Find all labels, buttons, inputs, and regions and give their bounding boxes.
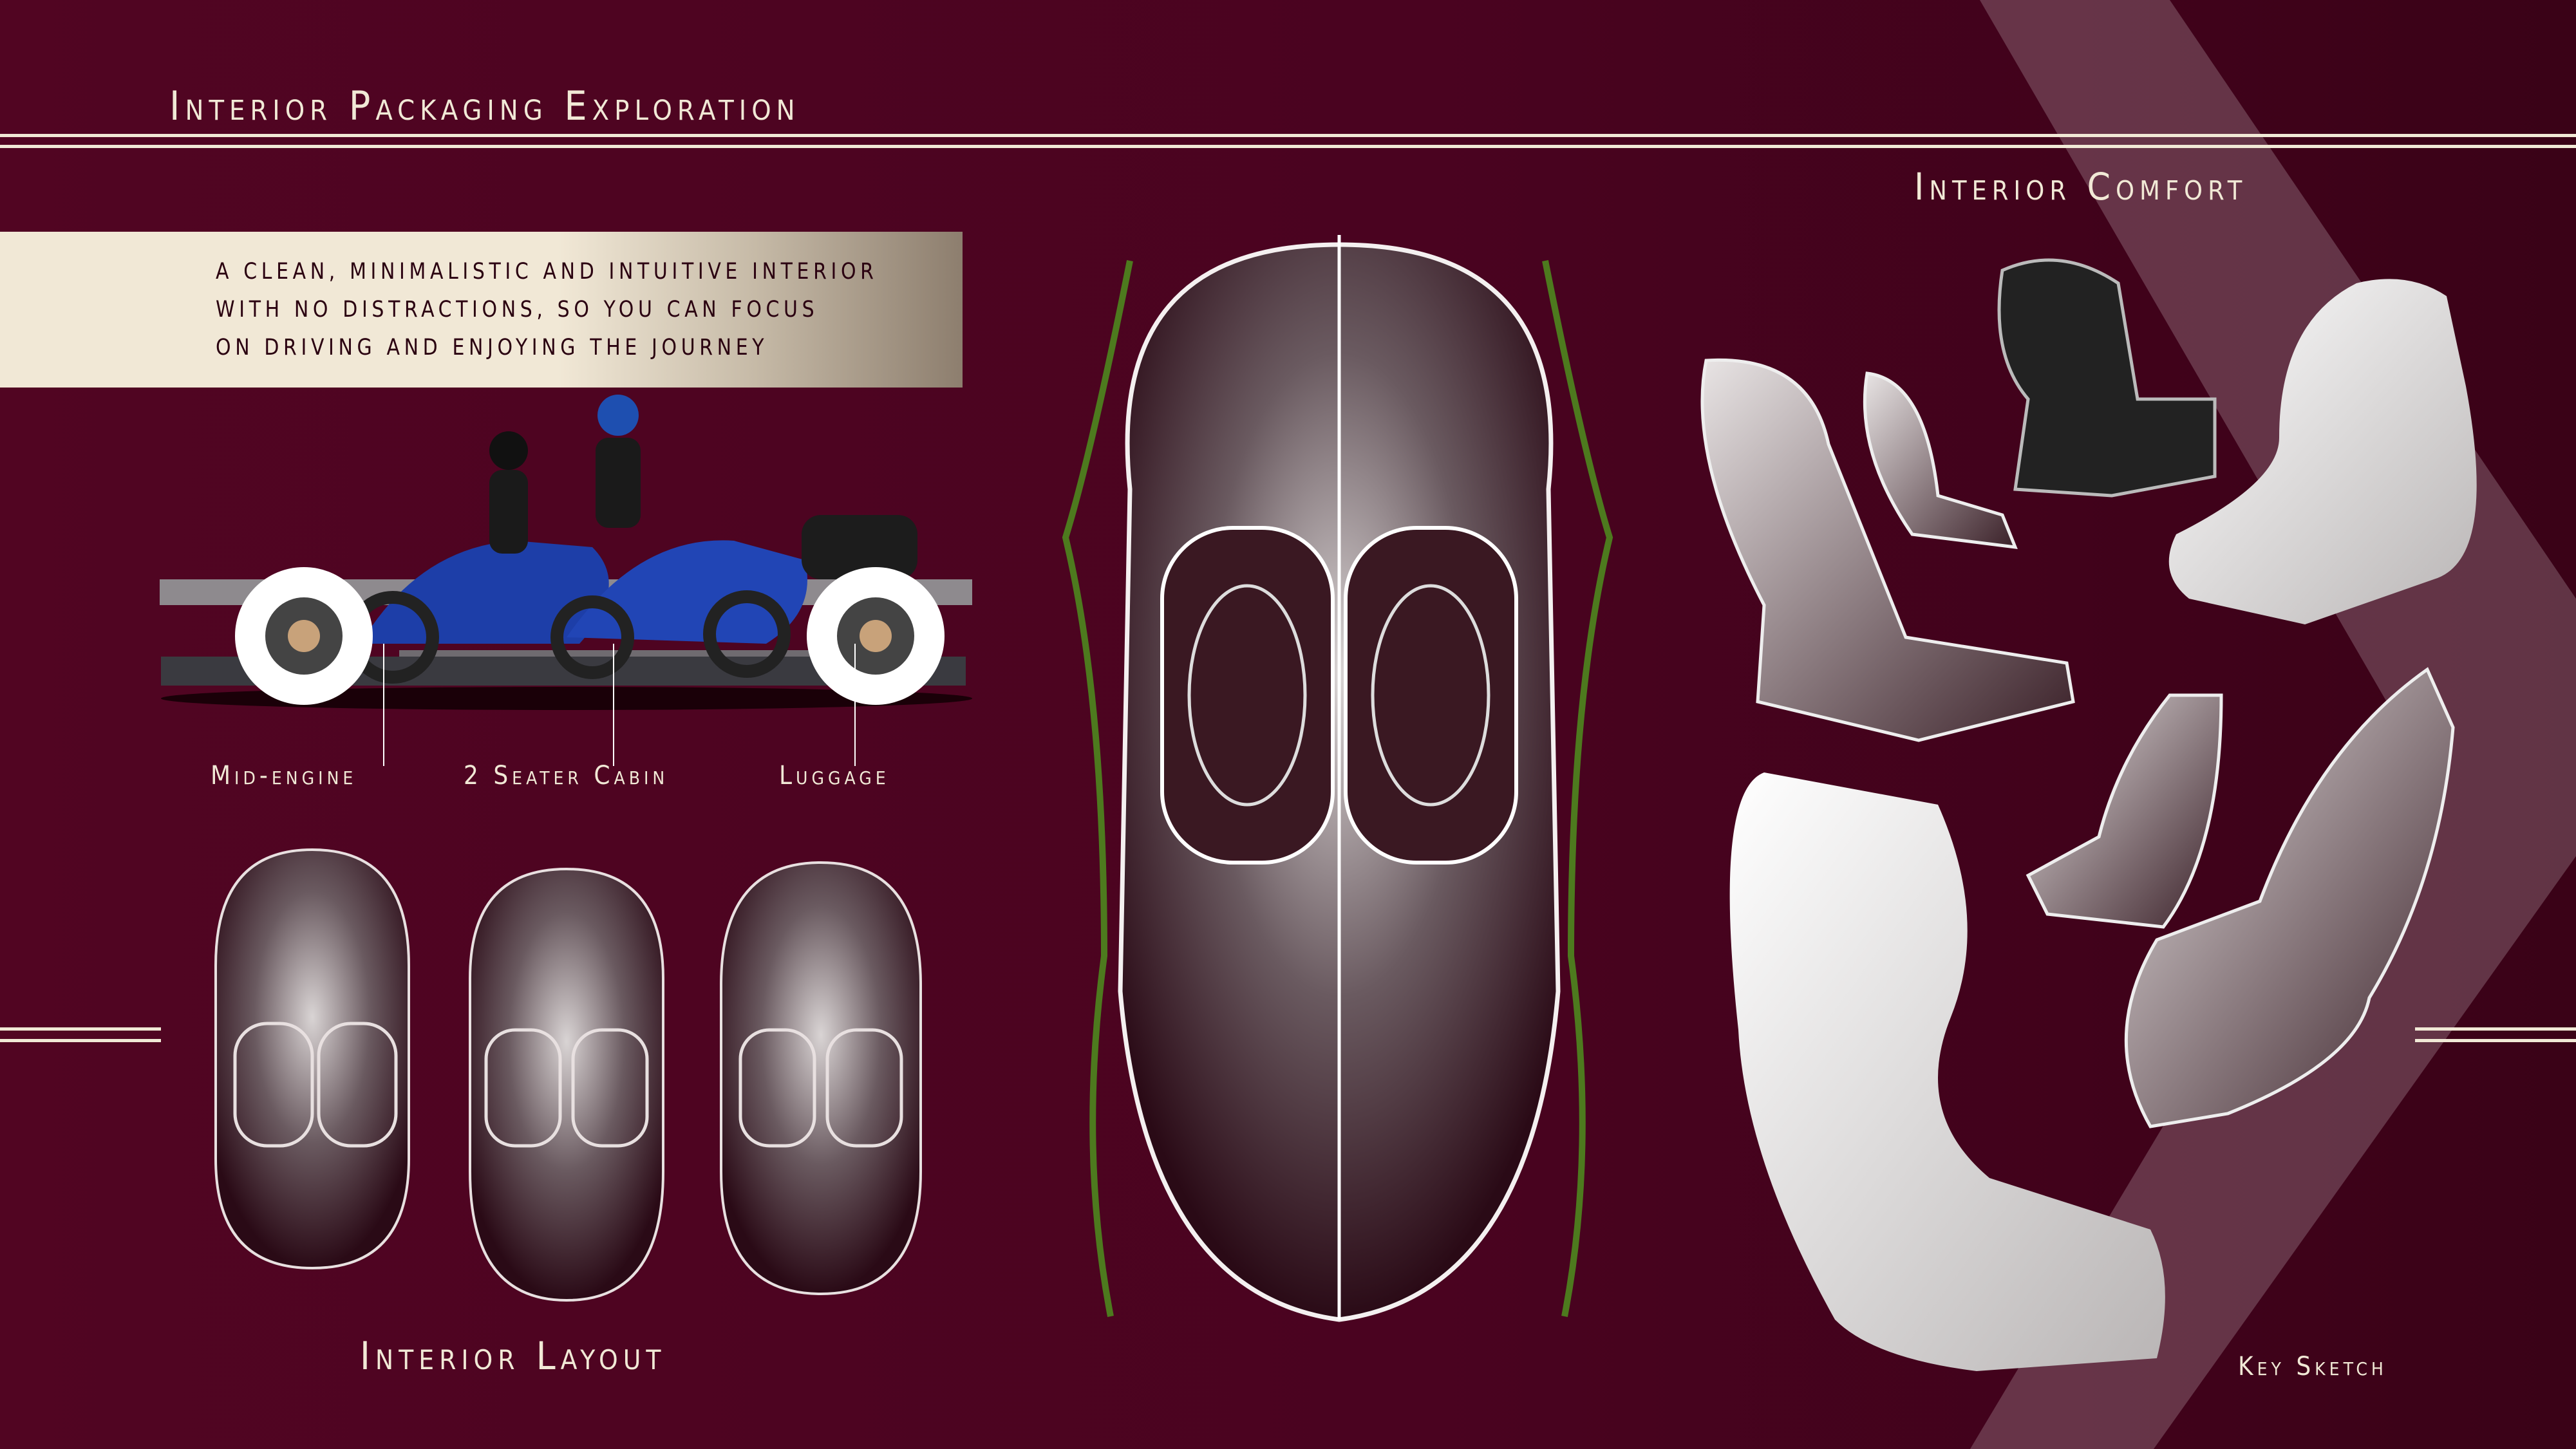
left-divider — [0, 1039, 161, 1042]
key-sketch-label: Key Sketch — [2238, 1352, 2387, 1381]
right-divider — [2415, 1039, 2576, 1042]
interior-comfort-title: Interior Comfort — [1914, 165, 2248, 209]
label-luggage: Luggage — [779, 761, 890, 790]
header-divider-top — [0, 134, 2576, 137]
layout-sketches — [214, 848, 922, 1302]
interior-layout-title: Interior Layout — [360, 1334, 666, 1379]
leader-line-engine — [383, 644, 384, 766]
intro-line: with no distractions, so you can focus — [216, 297, 819, 323]
header-divider-bottom — [0, 145, 2576, 148]
leader-line-luggage — [854, 644, 856, 766]
left-divider — [0, 1027, 161, 1031]
intro-line: a clean, minimalistic and intuitive inte… — [216, 259, 878, 285]
intro-line: on driving and enjoying the journey — [216, 335, 769, 360]
seat-sketches — [1700, 258, 2477, 1371]
page-title: Interior Packaging Exploration — [169, 82, 800, 129]
intro-text-panel: a clean, minimalistic and intuitive inte… — [0, 232, 963, 388]
label-mid-engine: Mid-engine — [211, 761, 357, 790]
right-divider — [2415, 1027, 2576, 1031]
chevron-band — [1970, 0, 2576, 1449]
leader-line-cabin — [613, 644, 614, 766]
label-cabin: 2 Seater Cabin — [464, 761, 669, 790]
main-layout-sketch — [1062, 235, 1613, 1322]
packaging-diagram — [160, 395, 972, 710]
